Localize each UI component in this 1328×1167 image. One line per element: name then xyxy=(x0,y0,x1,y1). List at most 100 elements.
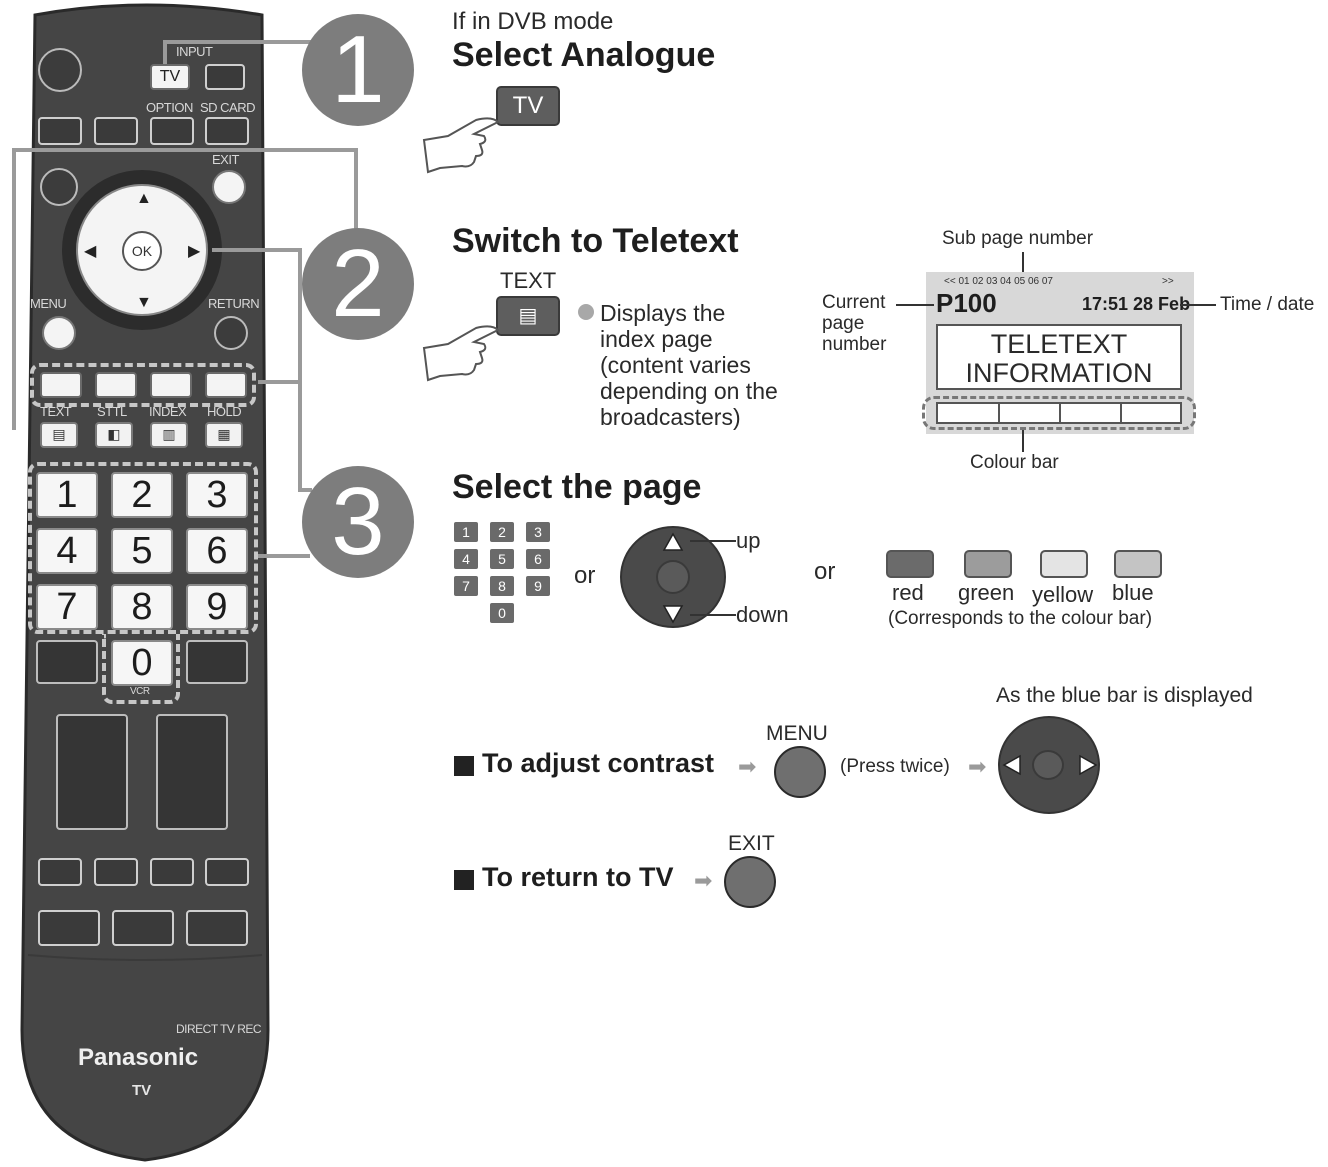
return-button[interactable] xyxy=(214,316,248,350)
square-bullet-icon xyxy=(454,756,474,776)
tv-input-button[interactable]: TV xyxy=(150,64,190,90)
screen-line: TELETEXT xyxy=(990,329,1128,359)
dpad-down-icon[interactable]: ▼ xyxy=(136,294,152,311)
vcr-label: VCR xyxy=(130,686,150,697)
dpad-arrows xyxy=(662,532,684,624)
dpad-center-illustration xyxy=(656,560,690,594)
hold-button[interactable]: ▦ xyxy=(205,422,243,448)
transport-button-5[interactable] xyxy=(38,910,100,946)
colour-note: (Corresponds to the colour bar) xyxy=(888,608,1153,629)
hold-label: HOLD xyxy=(207,404,242,419)
or-text-2: or xyxy=(814,558,836,585)
large-right-button[interactable] xyxy=(156,714,228,830)
mini-key-5: 5 xyxy=(490,549,514,569)
exit-label: EXIT xyxy=(212,152,239,167)
desc-line: broadcasters) xyxy=(600,404,741,430)
desc-line: index page xyxy=(600,326,713,352)
top-button-1[interactable] xyxy=(38,117,82,145)
text-button[interactable]: ▤ xyxy=(40,422,78,448)
time-date: 17:51 28 Feb xyxy=(1082,294,1191,314)
yellow-label: yellow xyxy=(1032,582,1094,607)
dpad-lr-center xyxy=(1032,750,1064,780)
sdcard-button[interactable] xyxy=(205,117,249,145)
text-label: TEXT xyxy=(40,404,72,419)
desc-line: Displays the xyxy=(600,300,726,326)
large-left-button[interactable] xyxy=(56,714,128,830)
text-key-label: TEXT xyxy=(500,268,557,293)
digit-9-button[interactable]: 9 xyxy=(186,584,248,630)
mini-key-6: 6 xyxy=(526,549,550,569)
left-round-button[interactable] xyxy=(40,168,78,206)
blue-label: blue xyxy=(1112,580,1154,605)
colour-buttons-highlight xyxy=(30,363,256,407)
power-button[interactable] xyxy=(38,48,82,92)
mini-key-2: 2 xyxy=(490,522,514,542)
down-label: down xyxy=(736,602,789,627)
digit-5-button[interactable]: 5 xyxy=(111,528,173,574)
mini-key-0: 0 xyxy=(490,603,514,623)
teletext-info-box: TELETEXT INFORMATION xyxy=(936,324,1182,390)
green-label: green xyxy=(958,580,1015,605)
switch-teletext-title: Switch to Teletext xyxy=(452,222,739,260)
red-button[interactable] xyxy=(40,372,82,398)
text-icon: ▤ xyxy=(52,426,66,442)
transport-button-2[interactable] xyxy=(94,858,138,886)
up-pointer xyxy=(690,540,736,542)
digit-1-button[interactable]: 1 xyxy=(36,472,98,518)
green-button[interactable] xyxy=(95,372,137,398)
dpad-up-icon[interactable]: ▲ xyxy=(136,190,152,207)
mini-key-1: 1 xyxy=(454,522,478,542)
arrow-right-icon: ➡ xyxy=(738,754,757,779)
exit-button[interactable] xyxy=(212,170,246,204)
menu-button[interactable] xyxy=(42,316,76,350)
subtitle-icon: ◧ xyxy=(107,426,121,442)
transport-button-4[interactable] xyxy=(205,858,249,886)
colour-bar xyxy=(936,402,1182,424)
digit-7-button[interactable]: 7 xyxy=(36,584,98,630)
tv-key-illustration: TV xyxy=(496,86,560,126)
digit-4-button[interactable]: 4 xyxy=(36,528,98,574)
index-icon: ▥ xyxy=(162,426,176,442)
numpad-right-button[interactable] xyxy=(186,640,248,684)
input-label: INPUT xyxy=(176,44,213,59)
option-button[interactable] xyxy=(150,117,194,145)
digit-2-button[interactable]: 2 xyxy=(111,472,173,518)
numpad-left-button[interactable] xyxy=(36,640,98,684)
dvb-mode-text: If in DVB mode xyxy=(452,8,614,35)
step-2-badge: 2 xyxy=(302,228,414,340)
up-label: up xyxy=(736,528,761,553)
mini-key-9: 9 xyxy=(526,576,550,596)
ok-button[interactable]: OK xyxy=(122,231,162,271)
digit-6-button[interactable]: 6 xyxy=(186,528,248,574)
direct-tv-rec-label: DIRECT TV REC xyxy=(176,1022,262,1036)
arrow-right-icon: ➡ xyxy=(694,868,713,893)
index-label: INDEX xyxy=(149,404,187,419)
input-button[interactable] xyxy=(205,64,245,90)
current-page-pointer xyxy=(896,304,934,306)
index-button[interactable]: ▥ xyxy=(150,422,188,448)
colour-bar-highlight xyxy=(922,396,1196,430)
select-page-title: Select the page xyxy=(452,468,702,506)
transport-button-3[interactable] xyxy=(150,858,194,886)
hold-icon: ▦ xyxy=(217,426,231,442)
current-page-label: Current page number xyxy=(822,292,886,355)
digit-3-button[interactable]: 3 xyxy=(186,472,248,518)
top-button-2[interactable] xyxy=(94,117,138,145)
dpad-left-icon[interactable]: ◀ xyxy=(84,243,97,260)
adjust-contrast-label: To adjust contrast xyxy=(482,748,715,778)
menu-label: MENU xyxy=(30,296,67,311)
dpad-right-icon[interactable]: ▶ xyxy=(188,243,201,260)
mini-key-7: 7 xyxy=(454,576,478,596)
transport-button-6[interactable] xyxy=(112,910,174,946)
sdcard-label: SD CARD xyxy=(200,100,256,115)
digit-8-button[interactable]: 8 xyxy=(111,584,173,630)
sttl-button[interactable]: ◧ xyxy=(95,422,133,448)
blue-bar-note: As the blue bar is displayed xyxy=(996,684,1253,707)
transport-button-7[interactable] xyxy=(186,910,248,946)
blue-button[interactable] xyxy=(205,372,247,398)
transport-button-1[interactable] xyxy=(38,858,82,886)
sub-page-label: Sub page number xyxy=(942,228,1094,249)
digit-0-button[interactable]: 0 xyxy=(111,640,173,686)
yellow-button[interactable] xyxy=(150,372,192,398)
yellow-key-illustration xyxy=(1040,550,1088,578)
